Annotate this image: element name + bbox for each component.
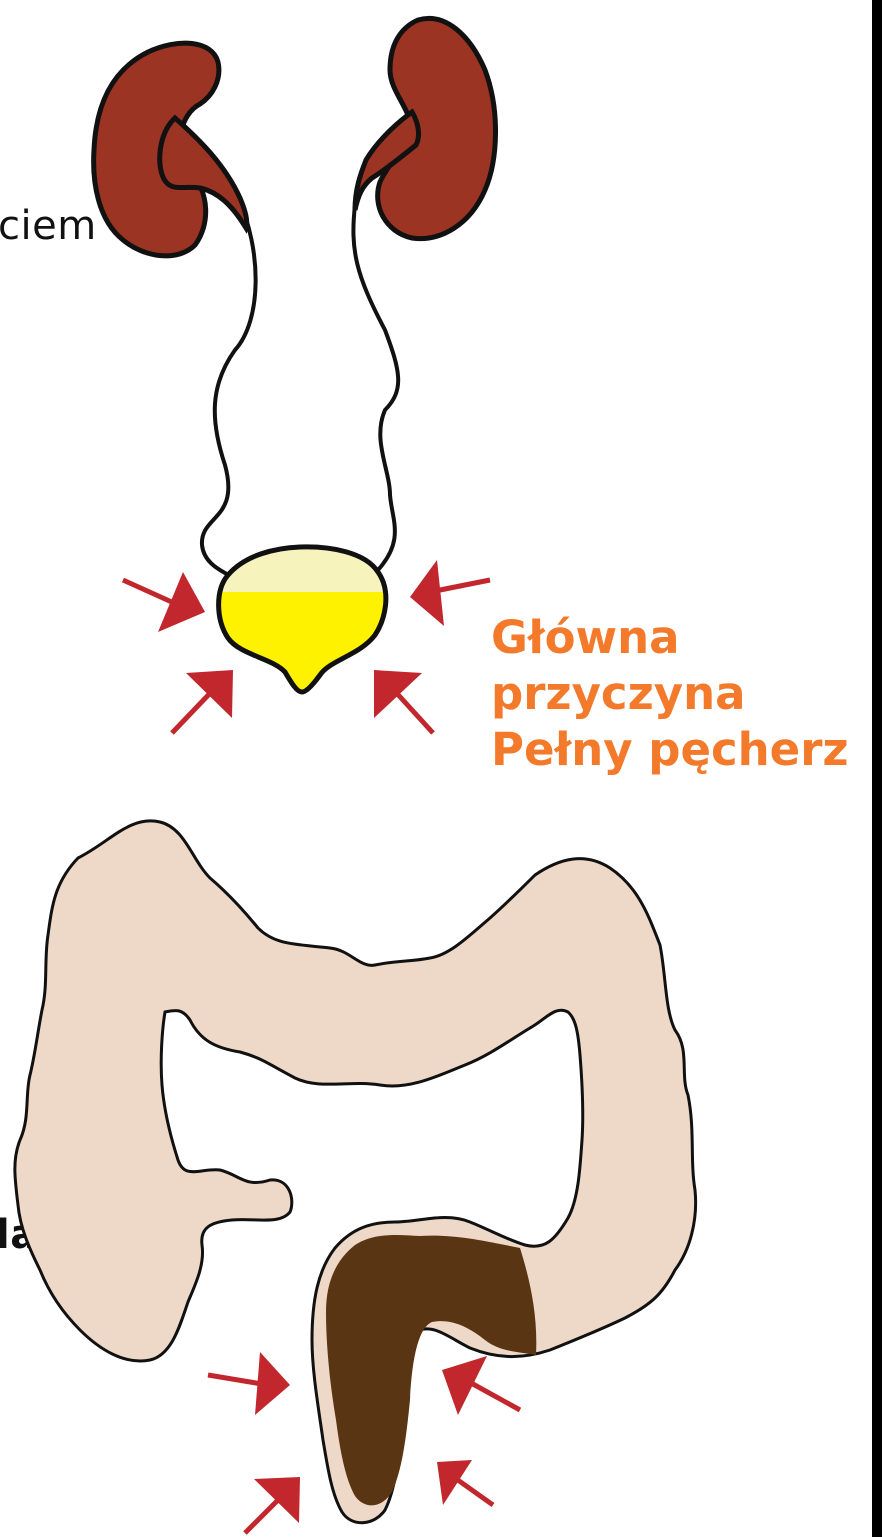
- right-edge-bar: [872, 0, 882, 1537]
- bladder: [200, 530, 410, 692]
- label-line-3: Pełny pęcherz: [491, 722, 849, 778]
- label-line-1: Główna: [491, 610, 849, 666]
- label-line-2: przyczyna: [491, 666, 849, 722]
- right-ureter: [353, 205, 398, 570]
- main-cause-label: Główna przyczyna Pełny pęcherz: [491, 610, 849, 778]
- stool: [326, 1235, 536, 1505]
- left-ureter: [202, 198, 256, 575]
